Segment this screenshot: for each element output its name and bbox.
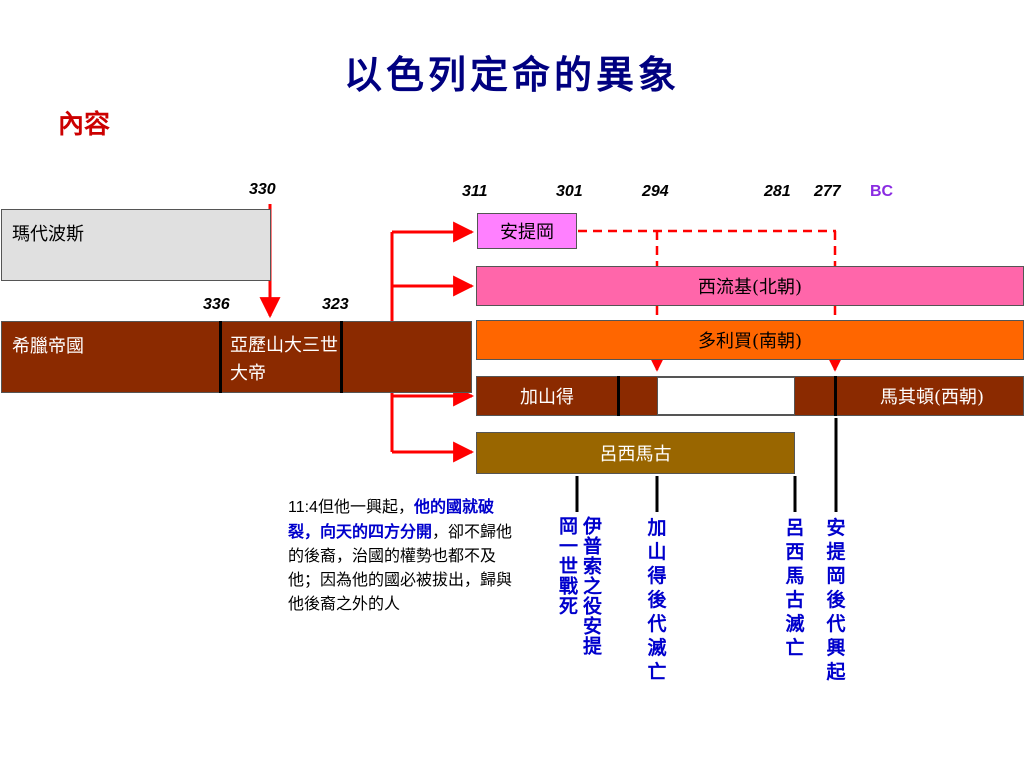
medo-persia-bar: 瑪代波斯 [1,209,271,281]
year-294: 294 [642,183,669,200]
alexander-label: 亞歷山大三世大帝 [230,335,338,384]
quote-emphasis: 他的國就破裂，向天的四方分開 [288,497,494,541]
section-subtitle: 內容 [58,110,111,140]
quote-part-1: 但他一興起， [317,497,414,516]
greek-empire-bar: 希臘帝國 亞歷山大三世大帝 [1,321,472,393]
cassander-segment: 加山得 [476,376,618,416]
antigonid-divider [834,376,837,416]
year-301: 301 [556,183,583,200]
year-277: 277 [814,183,841,200]
greece-divider-336 [219,321,222,393]
medo-persia-label: 瑪代波斯 [12,224,84,245]
year-311: 311 [462,183,488,200]
macedonia-label: 馬其頓(西朝) [879,387,985,408]
year-330: 330 [249,181,276,198]
seleucid-label: 西流基(北朝) [697,277,803,298]
event-cassander-end: 加山得後代滅亡 [647,517,667,683]
quote-reference: 11:4 [288,499,318,516]
cassander-label: 加山得 [520,387,574,408]
event-antigonid-rise: 安提岡後代興起 [826,517,846,683]
antigonus-box: 安提岡 [477,213,577,249]
lysimachus-bar: 呂西馬古 [476,432,795,474]
era-bc-label: BC [870,183,894,200]
macedonia-segment: 馬其頓(西朝) [840,376,1024,416]
event-lysimachus-end: 呂西馬古滅亡 [785,517,805,659]
greek-empire-label: 希臘帝國 [12,336,84,357]
year-336: 336 [203,296,230,313]
ptolemaic-label: 多利買(南朝) [697,331,803,352]
year-323: 323 [322,296,349,313]
ptolemaic-bar: 多利買(南朝) [476,320,1024,360]
antigonus-label: 安提岡 [500,222,554,243]
scripture-quote: 11:4但他一興起，他的國就破裂，向天的四方分開，卻不歸他的後裔，治國的權勢也都… [288,495,524,616]
lysimachus-label: 呂西馬古 [599,444,672,465]
macedonia-gap [657,377,795,415]
page-title: 以色列定命的異象 [343,52,680,97]
quote-part-2: ，卻不歸他的後裔，治國的權勢也都不及他；因為他的國必被拔出，歸與他後裔之外的人 [288,522,513,613]
seleucid-bar: 西流基(北朝) [476,266,1024,306]
year-281: 281 [764,183,791,200]
cassander-divider [617,376,620,416]
event-ipsus: 伊普索之役安提岡一世戰死 [556,516,602,656]
greece-divider-323 [340,321,343,393]
